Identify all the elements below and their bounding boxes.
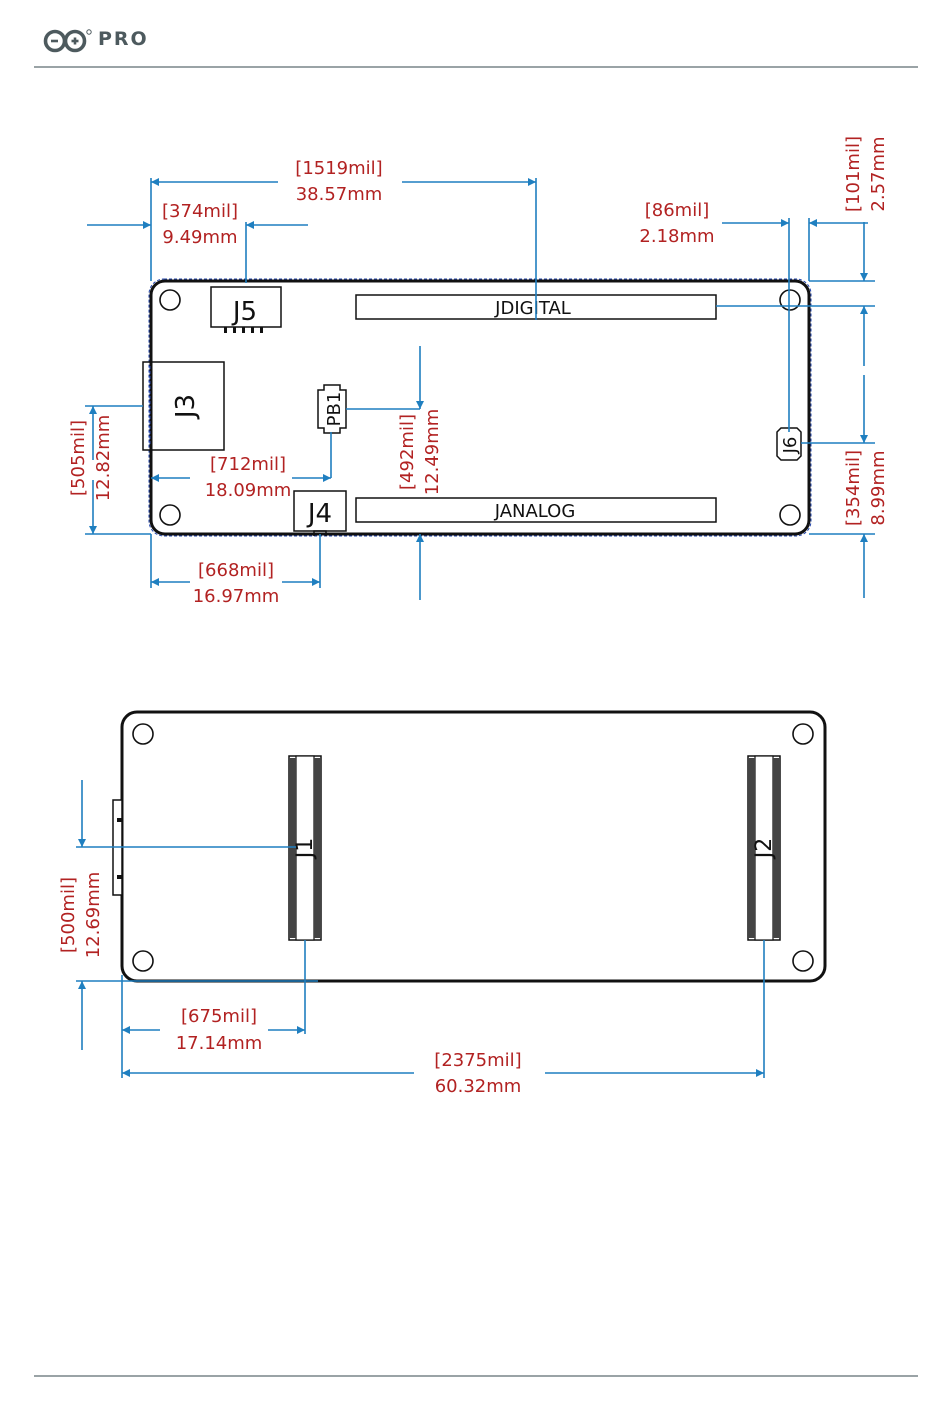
- bottom-mount-hole-br: [793, 951, 813, 971]
- dim-354mil: [354mil] 8.99mm: [801, 375, 889, 598]
- svg-text:18.09mm: 18.09mm: [205, 480, 292, 501]
- top-mount-hole-tl: [160, 290, 180, 310]
- svg-text:2.57mm: 2.57mm: [868, 136, 889, 211]
- svg-text:[675mil]: [675mil]: [181, 1006, 257, 1027]
- j5-label: J5: [231, 297, 257, 327]
- svg-text:[2375mil]: [2375mil]: [434, 1050, 521, 1071]
- j1-label: J1: [293, 838, 318, 861]
- j6-label: J6: [780, 437, 801, 455]
- svg-text:12.69mm: 12.69mm: [83, 872, 104, 959]
- j2-label: J2: [752, 838, 777, 861]
- janalog-label: JANALOG: [494, 501, 576, 522]
- j4-label: J4: [306, 499, 332, 529]
- svg-text:[101mil]: [101mil]: [843, 136, 864, 212]
- svg-text:12.49mm: 12.49mm: [422, 409, 443, 496]
- svg-text:[505mil]: [505mil]: [68, 420, 89, 496]
- svg-text:[354mil]: [354mil]: [843, 450, 864, 526]
- svg-text:9.49mm: 9.49mm: [162, 227, 237, 248]
- bottom-mount-hole-tr: [793, 724, 813, 744]
- top-view: JDIGITAL JANALOG J5 J3 J4 PB1 J6: [68, 136, 889, 607]
- svg-text:38.57mm: 38.57mm: [296, 184, 383, 205]
- bottom-view: J1 J2 [500mil] 12.69mm [675mil] 17.14mm: [58, 712, 825, 1097]
- svg-text:[500mil]: [500mil]: [58, 877, 79, 953]
- top-mount-hole-br: [780, 505, 800, 525]
- jdigital-label: JDIGITAL: [494, 298, 571, 319]
- j3-label: J3: [171, 394, 201, 420]
- svg-text:16.97mm: 16.97mm: [193, 586, 280, 607]
- svg-text:[712mil]: [712mil]: [210, 454, 286, 475]
- svg-text:2.18mm: 2.18mm: [639, 226, 714, 247]
- pb1-label: PB1: [324, 392, 345, 427]
- dim-505mil: [505mil] 12.82mm: [68, 406, 151, 534]
- bottom-mount-hole-tl: [133, 724, 153, 744]
- svg-text:[86mil]: [86mil]: [645, 200, 710, 221]
- svg-text:17.14mm: 17.14mm: [176, 1033, 263, 1054]
- svg-text:[1519mil]: [1519mil]: [295, 158, 382, 179]
- svg-text:[492mil]: [492mil]: [397, 414, 418, 490]
- svg-text:[668mil]: [668mil]: [198, 560, 274, 581]
- top-mount-hole-bl: [160, 505, 180, 525]
- svg-text:[374mil]: [374mil]: [162, 201, 238, 222]
- dim-668mil: [668mil] 16.97mm: [151, 534, 320, 607]
- svg-text:8.99mm: 8.99mm: [868, 450, 889, 525]
- top-mount-hole-tr: [780, 290, 800, 310]
- svg-text:12.82mm: 12.82mm: [93, 415, 114, 502]
- bottom-mount-hole-bl: [133, 951, 153, 971]
- footer-divider: [34, 1375, 918, 1377]
- dim-374mil: [374mil] 9.49mm: [87, 201, 308, 283]
- svg-text:60.32mm: 60.32mm: [435, 1076, 522, 1097]
